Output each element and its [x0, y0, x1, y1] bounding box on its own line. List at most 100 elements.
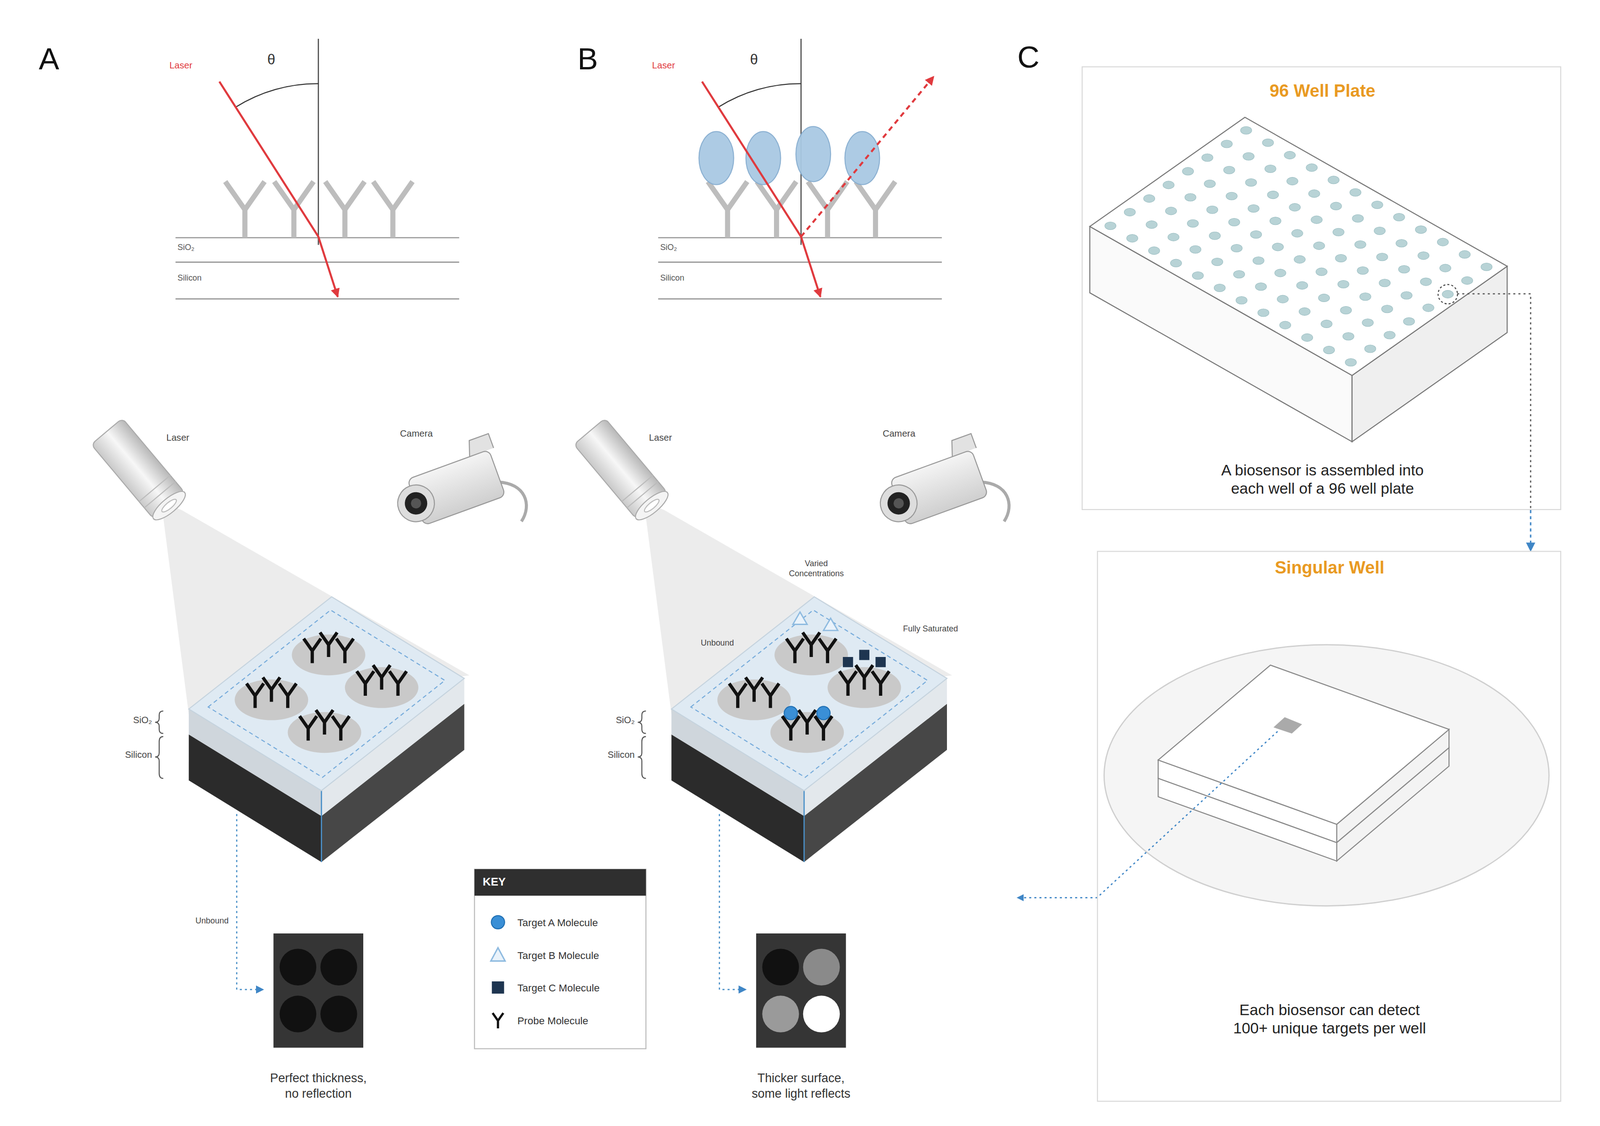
target-molecule	[795, 126, 831, 182]
well	[1124, 208, 1136, 217]
layer-label: SiO₂	[177, 242, 219, 253]
well	[1231, 244, 1243, 253]
well	[1170, 259, 1182, 267]
layer-label: Silicon	[177, 273, 229, 284]
well	[1439, 264, 1452, 272]
well	[1296, 281, 1308, 290]
section-title: Singular Well	[1097, 558, 1562, 580]
well	[1206, 205, 1219, 214]
well	[1289, 203, 1301, 212]
well	[1262, 138, 1274, 147]
target-c-symbol	[491, 981, 505, 994]
wells	[1104, 126, 1493, 367]
state-label: Fully Saturated	[903, 624, 985, 635]
angle-symbol: θ	[749, 51, 771, 69]
well	[1480, 262, 1493, 271]
well	[1301, 333, 1313, 342]
well	[1308, 189, 1320, 198]
device-label: Laser	[648, 432, 690, 445]
well	[1184, 193, 1197, 202]
laser-lens	[148, 487, 190, 525]
panel-box: 96 Well PlateA biosensor is assembled in…	[1081, 66, 1562, 511]
well	[1318, 293, 1330, 302]
well	[1461, 276, 1474, 285]
well	[1313, 241, 1325, 250]
well	[1362, 318, 1374, 327]
well	[1209, 231, 1221, 240]
normal-line	[317, 38, 319, 246]
well	[1294, 255, 1306, 264]
well	[1250, 230, 1262, 239]
well	[1298, 307, 1311, 316]
well	[1458, 250, 1471, 259]
probe-molecule	[303, 638, 321, 664]
probe-molecule	[389, 671, 407, 696]
layer-line	[658, 237, 942, 239]
device-label: Camera	[882, 428, 934, 440]
key-box	[474, 869, 647, 1050]
caption: Thicker surface, some light reflects	[743, 1071, 858, 1102]
well	[1272, 243, 1284, 251]
bound-targets	[699, 126, 880, 185]
well	[1211, 257, 1224, 266]
state-label: Unbound	[177, 916, 229, 927]
camera-cable	[498, 475, 533, 525]
well	[1269, 217, 1282, 225]
well	[1311, 215, 1323, 224]
well-outline	[1103, 644, 1549, 906]
well	[1252, 256, 1265, 265]
probe-molecule	[332, 716, 350, 742]
laser-ridge	[139, 475, 171, 502]
sensor-area	[1273, 717, 1303, 734]
well	[1104, 222, 1117, 231]
image-spot	[803, 948, 840, 986]
image-spot	[762, 995, 799, 1033]
layer-line	[658, 261, 942, 263]
well	[1306, 163, 1318, 172]
well	[1393, 213, 1405, 222]
layer-line	[175, 261, 460, 263]
state-label: Varied Concentrations	[780, 559, 853, 580]
laser-beam	[800, 236, 821, 298]
well	[1265, 165, 1277, 173]
well	[1192, 271, 1204, 280]
image-spot	[803, 995, 840, 1033]
laser-aperture	[160, 497, 178, 514]
well	[1396, 239, 1408, 248]
legend-text: Target C Molecule	[517, 982, 600, 994]
leader-line	[1457, 293, 1531, 511]
probe-molecule	[707, 181, 748, 238]
camera-lens	[409, 496, 423, 511]
image-spot	[279, 948, 317, 986]
angle-arc	[235, 83, 319, 107]
probe-cluster	[246, 632, 407, 741]
well	[1352, 214, 1364, 223]
well	[1284, 151, 1296, 160]
legend: Target A MoleculeTarget B MoleculeTarget…	[474, 895, 647, 1049]
well	[1240, 126, 1252, 135]
section-title: 96 Well Plate	[1082, 81, 1563, 103]
probe-molecule	[319, 632, 338, 658]
legend-swatch	[488, 946, 508, 965]
chip-outline	[208, 610, 445, 778]
well	[1417, 251, 1430, 260]
camera-lens	[392, 480, 440, 528]
image-spot	[320, 948, 357, 986]
well	[1221, 140, 1233, 148]
chip-scene	[91, 418, 533, 990]
probe-molecule	[807, 181, 848, 238]
well	[1321, 319, 1333, 328]
target-b	[792, 612, 807, 625]
device-label: Camera	[400, 428, 452, 440]
layer-brace	[155, 736, 164, 779]
well	[1335, 254, 1347, 262]
caption: Perfect thickness, no reflection	[261, 1071, 376, 1102]
target-c	[875, 657, 886, 668]
probe-molecule	[315, 710, 334, 735]
state-label: Unbound	[691, 638, 743, 649]
well	[1182, 167, 1194, 176]
well	[1279, 321, 1292, 330]
well	[1357, 266, 1369, 275]
well	[1354, 240, 1367, 249]
